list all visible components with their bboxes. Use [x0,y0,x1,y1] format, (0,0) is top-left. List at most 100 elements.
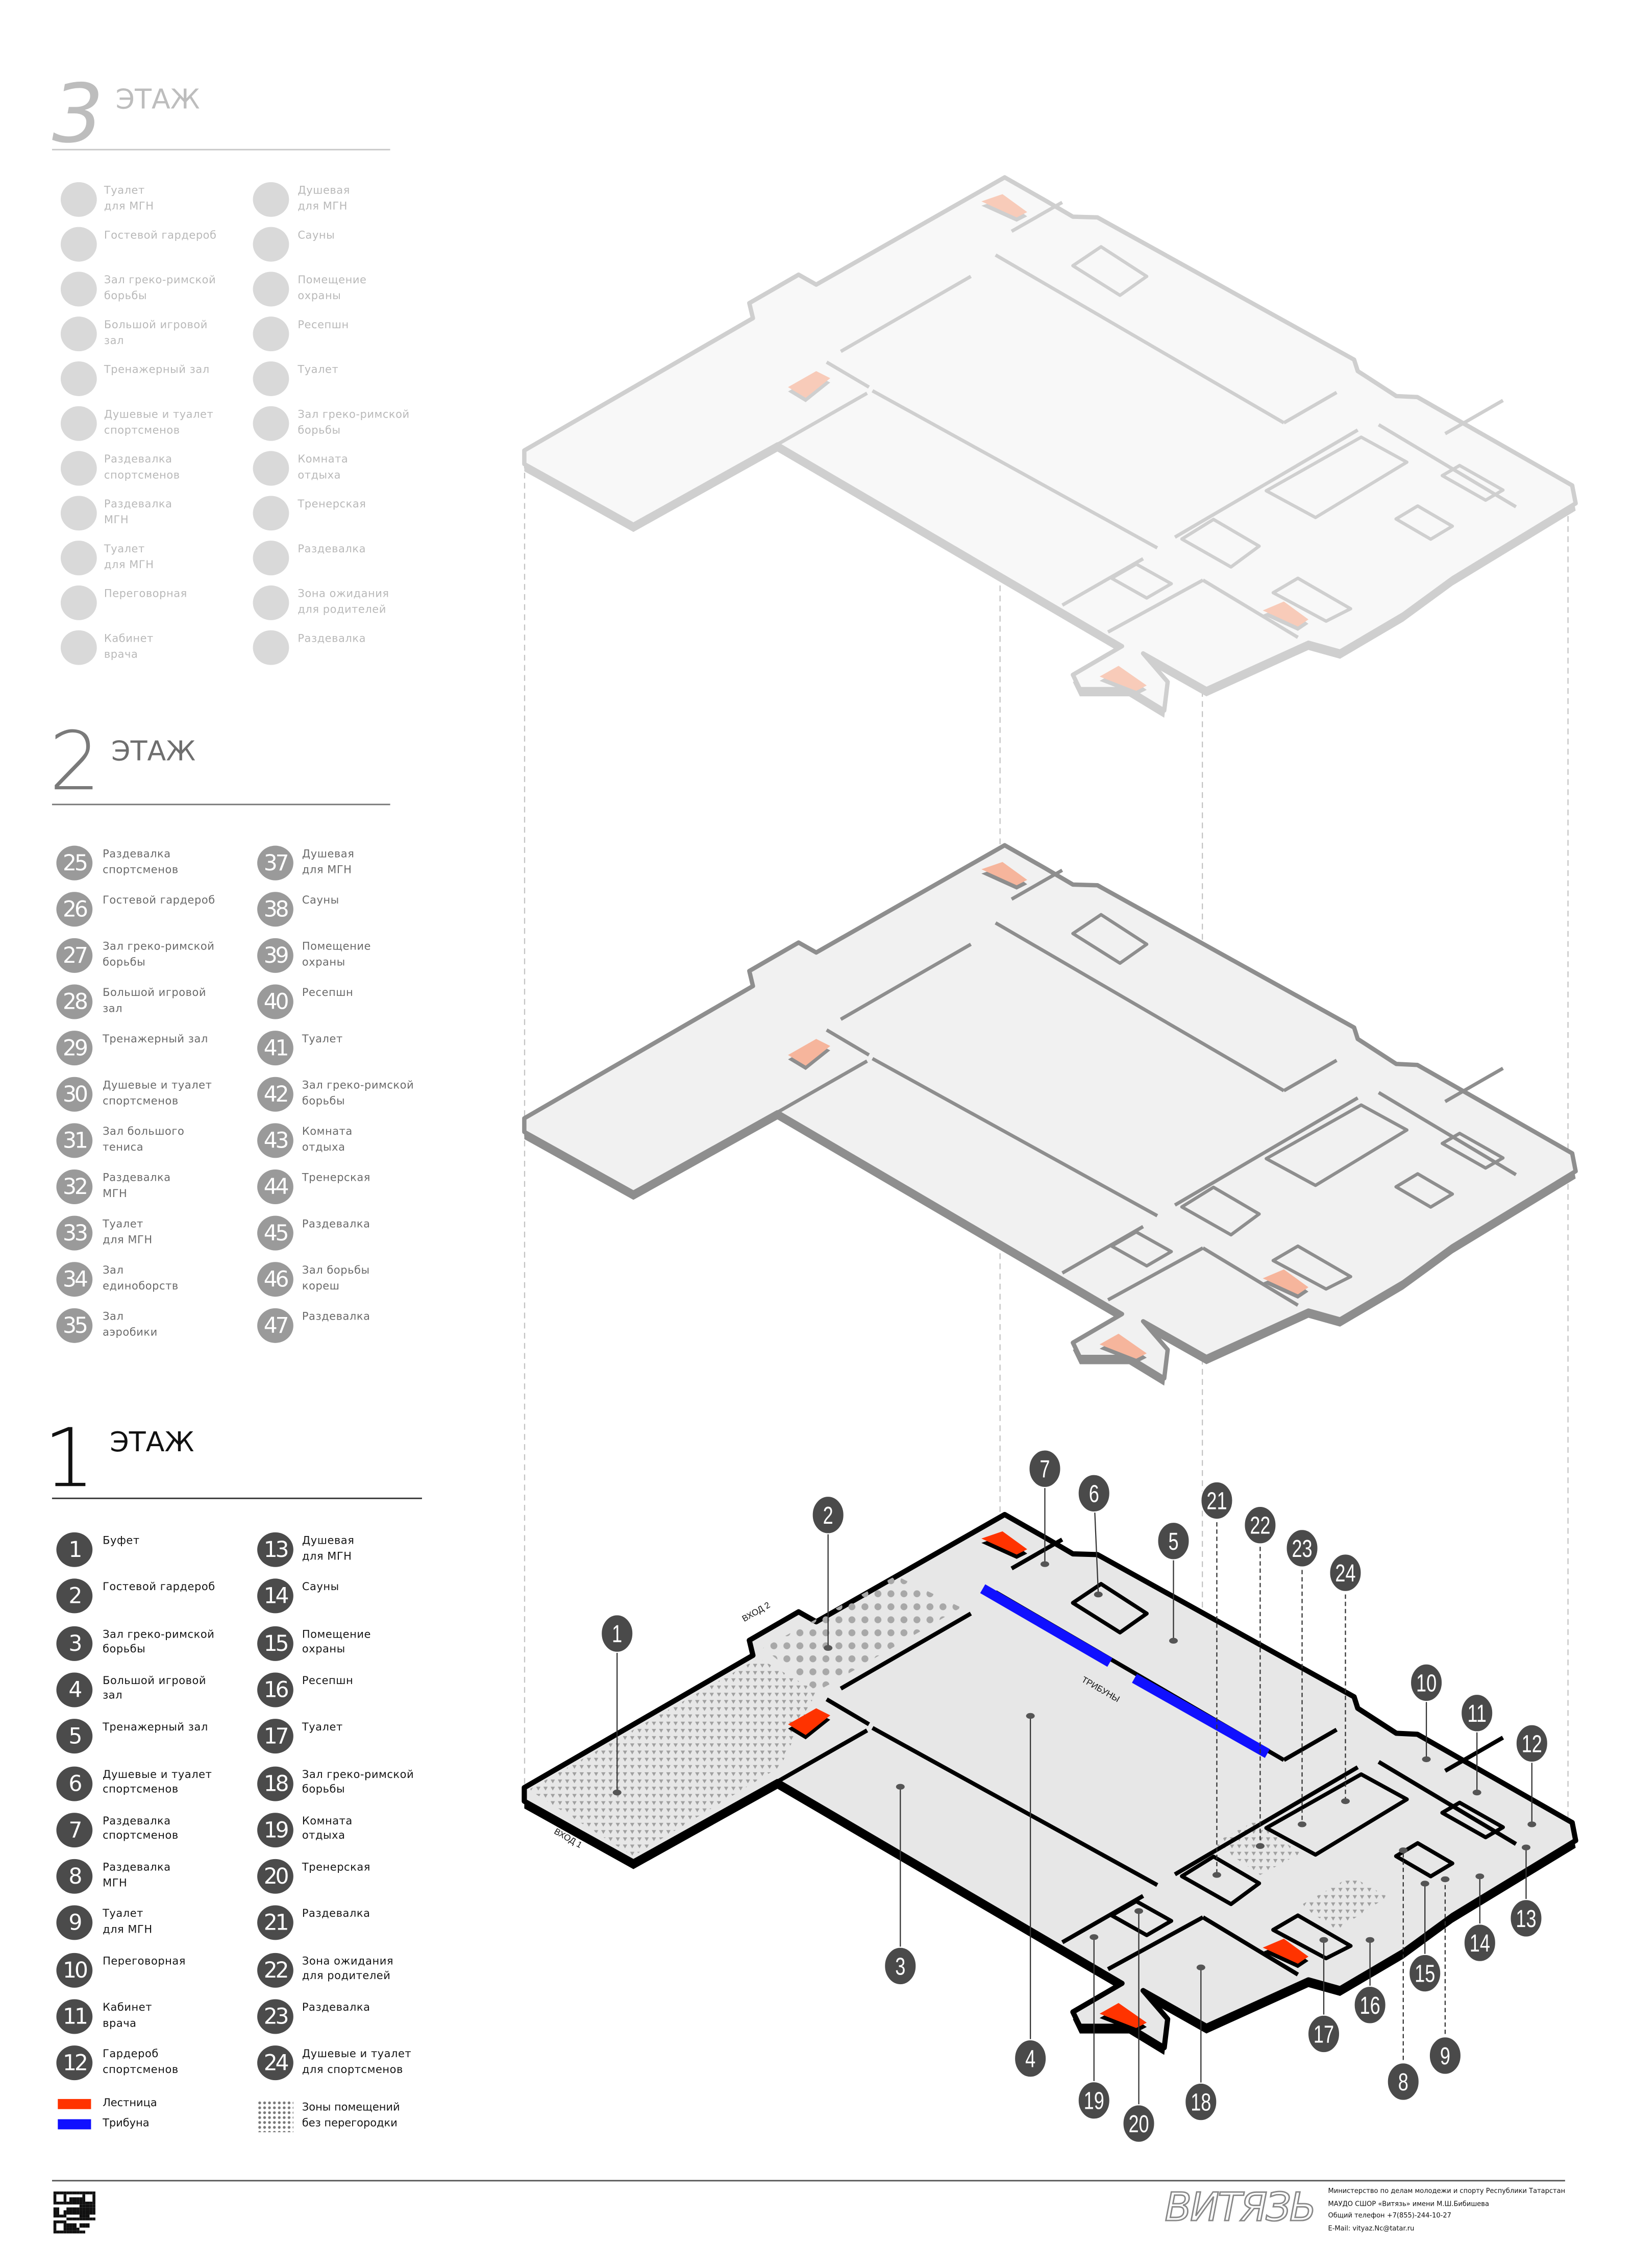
interior-wall [1377,1091,1517,1177]
room-outline [1071,1582,1149,1635]
qr-module [72,2198,76,2202]
interior-wall [1010,1538,1063,1571]
room-name: Душевая для МГН [302,1533,355,1562]
qr-module [53,2227,57,2230]
room-number-badge [253,272,289,307]
marker-badge [1408,1954,1442,1993]
floor-3-divider [52,149,390,151]
room-number-badge [253,585,289,620]
room-marker-11[interactable]: 11 [1460,1693,1494,1796]
room-name: Зал греко-римской борьбы [103,939,215,968]
room-marker-10[interactable]: 10 [1409,1663,1443,1763]
room-name: Зона ожидания для родителей [302,1954,394,1983]
qr-module [89,2198,92,2202]
qr-module [63,2227,67,2230]
qr-code[interactable] [53,2191,95,2234]
room-marker-8[interactable]: 8 [1387,1847,1420,2101]
room-name: Туалет для МГН [103,1907,153,1936]
qr-module [60,2230,63,2234]
room-name: Сауны [302,893,339,907]
room-number-badge [60,272,97,307]
room-number-badge [60,316,97,352]
room-number-badge: 41 [257,1031,293,1066]
qr-module [72,2204,76,2208]
room-marker-19[interactable]: 19 [1077,1934,1111,2120]
qr-module [82,2230,86,2234]
marker-number: 6 [1089,1480,1099,1507]
room-name: Раздевалка МГН [103,1860,171,1889]
qr-module [79,2198,83,2202]
room-number-badge: 23 [257,1999,293,2034]
qr-module [66,2191,70,2195]
room-marker-24[interactable]: 24 [1329,1553,1362,1804]
room-marker-22[interactable]: 22 [1244,1505,1277,1849]
room-marker-12[interactable]: 12 [1515,1724,1549,1827]
marker-badge [1285,1529,1319,1568]
open-zone-pattern-swatch [257,2100,293,2133]
qr-module [92,2220,95,2224]
room-marker-2[interactable]: 2 [811,1495,845,1651]
marker-dot [1475,1873,1484,1880]
footer-ministry: Министерство по делам молодежи и спорту … [1328,2188,1566,2196]
room-number-badge [253,361,289,396]
room-outline [1180,1185,1261,1237]
marker-dot [1366,1937,1375,1943]
room-marker-15[interactable]: 15 [1408,1881,1442,1993]
qr-module [72,2217,76,2221]
qr-module [57,2198,60,2202]
room-number-badge [253,630,289,665]
qr-module [69,2204,73,2208]
room-marker-16[interactable]: 16 [1353,1937,1387,2025]
room-outline [1394,1172,1454,1209]
interior-wall [776,1059,868,1114]
staircase [788,1039,830,1066]
marker-badge [1184,2082,1218,2121]
qr-module [57,2230,60,2234]
qr-module [92,2191,95,2195]
qr-module [69,2224,73,2227]
vityaz-logo: ВИТЯЗЬ [1164,2185,1317,2231]
room-marker-6[interactable]: 6 [1077,1474,1111,1598]
qr-module [66,2198,70,2202]
room-outline [1110,1230,1173,1268]
room-name: Ресепшн [302,1674,354,1687]
qr-module [66,2220,70,2224]
room-number-badge [60,496,97,531]
room-name: Туалет [298,362,339,376]
room-marker-21[interactable]: 21 [1200,1481,1233,1878]
room-marker-9[interactable]: 9 [1428,1876,1462,2075]
marker-number: 2 [823,1502,833,1529]
interior-wall [1174,428,1359,539]
room-marker-23[interactable]: 23 [1285,1529,1319,1827]
marker-number: 20 [1128,2110,1149,2138]
qr-module [60,2194,63,2198]
qr-module [85,2198,89,2202]
room-marker-1[interactable]: 1 [600,1614,634,1796]
room-marker-7[interactable]: 7 [1028,1449,1061,1567]
footer-email[interactable]: E-Mail: vityaz.Nc@tatar.ru [1328,2225,1415,2233]
qr-module [60,2224,63,2227]
qr-module [60,2204,63,2208]
room-marker-13[interactable]: 13 [1510,1844,1543,1938]
marker-badge [1428,2036,1462,2075]
room-marker-3[interactable]: 3 [883,1784,917,1986]
room-number-badge: 33 [56,1215,93,1251]
room-marker-17[interactable]: 17 [1307,1937,1341,2054]
room-marker-20[interactable]: 20 [1122,1908,1155,2143]
room-name: Гардероб спортсменов [103,2047,179,2076]
qr-module [76,2210,80,2214]
qr-module [53,2198,57,2202]
room-marker-5[interactable]: 5 [1157,1521,1190,1644]
qr-module [79,2194,83,2198]
room-marker-18[interactable]: 18 [1184,1964,1218,2121]
marker-dot [1319,1937,1328,1943]
floor-2-divider [52,803,390,806]
room-number-badge [60,406,97,441]
room-name: Душевая для МГН [298,183,350,212]
room-marker-14[interactable]: 14 [1463,1873,1497,1963]
floor-3-number: 3 [52,68,104,162]
room-number-badge: 30 [56,1077,93,1112]
interior-wall [995,253,1285,425]
qr-module [69,2198,73,2202]
room-marker-4[interactable]: 4 [1013,1713,1047,2078]
